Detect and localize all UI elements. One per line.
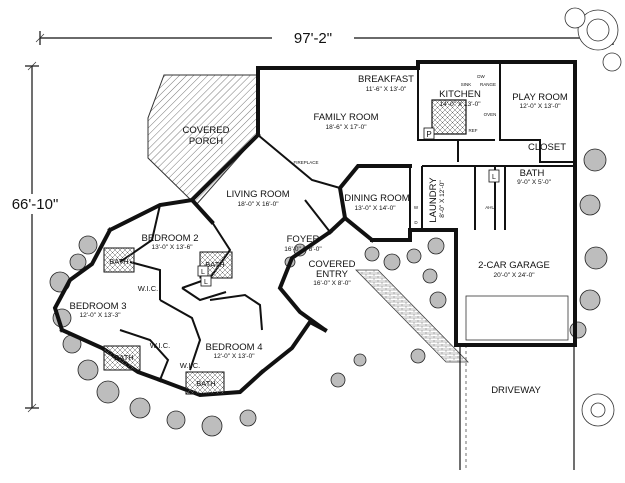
- driveway-name: DRIVEWAY: [491, 385, 541, 396]
- oven-label: OVEN: [484, 112, 497, 117]
- driveway-area: [459, 345, 575, 470]
- bedroom-3-name: BEDROOM 3: [69, 301, 126, 312]
- bath-bed3-label: BATH: [114, 353, 133, 362]
- dining-room-name: DINING ROOM: [344, 193, 410, 204]
- family-room-name: FAMILY ROOM: [313, 112, 378, 123]
- small-labels: BATH BATH W.I.C. BATH W.I.C. W.I.C. BATH…: [109, 74, 500, 388]
- breakfast-name: BREAKFAST: [358, 74, 414, 85]
- walkway: [355, 269, 469, 363]
- wic-bed3-label: W.I.C.: [138, 284, 158, 293]
- covered-porch-line1: COVERED: [183, 125, 230, 136]
- play-room-size: 12'-0" X 13'-0": [519, 103, 561, 110]
- foyer-size: 16'-0" X 8'-0": [284, 246, 322, 253]
- overall-depth-label: 66'-10": [12, 196, 59, 213]
- wic-bed4a-label: W.I.C.: [150, 341, 170, 350]
- living-room-size: 18'-0" X 16'-0": [237, 201, 279, 208]
- bath-hall-label: BATH: [109, 257, 128, 266]
- linen-1-label: L: [201, 269, 205, 276]
- laundry-size: 8'-0" X 12'-0": [439, 180, 446, 218]
- interior-walls: [103, 62, 575, 395]
- garage-door: [465, 295, 569, 341]
- living-room-name: LIVING ROOM: [226, 189, 289, 200]
- kitchen-name: KITCHEN: [439, 89, 481, 100]
- garage-name: 2-CAR GARAGE: [478, 260, 550, 271]
- fireplace-label: FIREPLACE: [293, 160, 318, 165]
- laundry-name: LAUNDRY: [428, 177, 439, 223]
- bedroom-2-name: BEDROOM 2: [141, 233, 198, 244]
- family-room-size: 18'-6" X 17'-0": [325, 124, 367, 131]
- closet-name: CLOSET: [528, 142, 566, 153]
- overall-width-label: 97'-2": [294, 30, 332, 47]
- kitchen-size: 14'-0" X 13'-0": [439, 101, 481, 108]
- covered-entry-size: 16'-0" X 8'-0": [313, 280, 351, 287]
- range-label: RANGE: [480, 82, 496, 87]
- bath-bed2-label: BATH: [205, 260, 224, 269]
- room-labels: BREAKFAST 11'-6" X 13'-0" KITCHEN 14'-0"…: [69, 74, 567, 396]
- bath-main-name: BATH: [520, 168, 545, 179]
- wic-bed4b-label: W.I.C.: [180, 361, 200, 370]
- play-room-name: PLAY ROOM: [512, 92, 568, 103]
- covered-entry-line2: ENTRY: [316, 269, 349, 280]
- bath-bed4-label: BATH: [196, 379, 215, 388]
- dimension-width: 97'-2": [35, 27, 618, 47]
- breakfast-size: 11'-6" X 13'-0": [366, 86, 407, 93]
- foyer-name: FOYER: [287, 234, 320, 245]
- covered-porch-line2: PORCH: [189, 136, 223, 147]
- ref-label: REF: [469, 128, 478, 133]
- dining-room-size: 13'-0" X 14'-0": [354, 205, 396, 212]
- bedroom-3-size: 12'-0" X 13'-3": [79, 312, 121, 319]
- bath-main-size: 9'-0" X 5'-0": [517, 179, 552, 186]
- washer-label: W: [414, 205, 419, 210]
- ahu-label: AHU: [485, 205, 495, 210]
- linen-2-label: L: [204, 279, 208, 286]
- dw-label: DW: [477, 74, 485, 79]
- linen-3-label: L: [492, 174, 496, 181]
- bedroom-4-size: 12'-0" X 13'-0": [213, 353, 255, 360]
- covered-entry-line1: COVERED: [309, 259, 356, 270]
- dryer-label: D: [414, 220, 418, 225]
- bedroom-2-size: 13'-0" X 13'-6": [151, 244, 193, 251]
- bedroom-4-name: BEDROOM 4: [205, 342, 262, 353]
- pantry-label: P: [426, 130, 431, 139]
- dimension-depth: 66'-10": [0, 61, 70, 413]
- sink-label: SINK: [461, 82, 472, 87]
- garage-size: 20'-0" X 24'-0": [493, 272, 535, 279]
